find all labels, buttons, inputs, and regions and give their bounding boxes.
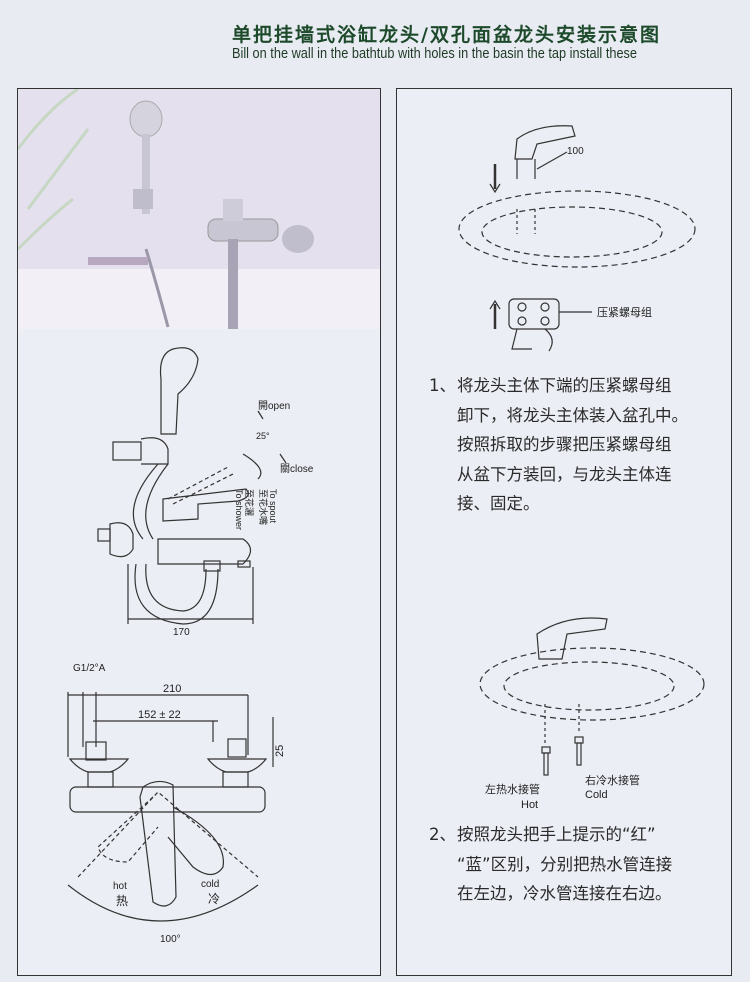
step-1-line: 从盆下方装回，与龙头主体连 [457,464,672,484]
height-25-label: 25 [274,745,286,757]
front-view-diagram: G1/2°A 210 152 ± 22 25 hot 热 cold 冷 100° [67,663,286,945]
cold-hose-en-label: Cold [585,789,608,801]
step-2-line: 按照龙头把手上提示的“红” [457,825,656,844]
hot-en-label: hot [113,881,127,892]
cold-en-label: cold [201,879,219,890]
to-shower-en-label: To shower [234,489,244,530]
step-1-line: 卸下，将龙头主体装入盆孔中。 [457,405,688,425]
step-2-instructions: 2、 按照龙头把手上提示的“红” “蓝”区别，分别把热水管连接 在左边，冷水管连… [429,820,672,909]
to-spout-en-label: To spout [268,489,278,524]
step-2-line: “蓝”区别，分别把热水管连接 [457,854,673,874]
to-shower-cn-label: 至花灑 [244,489,255,516]
step-1-line: 将龙头主体下端的压紧螺母组 [457,376,672,395]
side-view-diagram: 開open 25° 關close To shower 至花灑 至花水嘴 To s… [97,347,314,638]
basin-faucet-panel: 100 压紧螺母组 1、 将龙头主体下端的压紧螺母组 卸下，将龙头主体装入盆孔中… [396,88,732,976]
angle-25-label: 25° [256,431,270,441]
to-spout-cn-label: 至花水嘴 [258,489,269,525]
basin-install-diagram: 100 压紧螺母组 [458,125,696,352]
hose-connection-diagram: 左热水接管 Hot 右冷水接管 Cold [479,617,705,811]
angle-100-label: 100° [160,934,181,945]
hot-hose-cn-label: 左热水接管 [485,782,540,796]
hot-hose-en-label: Hot [521,799,538,811]
product-photo [18,89,380,329]
faucet-photo-illustration [18,89,380,329]
close-label: 關close [280,463,314,475]
bathtub-faucet-panel: 開open 25° 關close To shower 至花灑 至花水嘴 To s… [17,88,381,976]
step-1-line: 按照拆取的步骤把压紧螺母组 [457,435,672,454]
nut-assembly-label: 压紧螺母组 [597,305,652,319]
hole-spacing-label: 100 [567,146,584,157]
step-1-line: 接、固定。 [457,494,540,513]
step-1-instructions: 1、 将龙头主体下端的压紧螺母组 卸下，将龙头主体装入盆孔中。 按照拆取的步骤把… [429,371,688,519]
page-subtitle: Bill on the wall in the bathtub with hol… [232,46,638,62]
spacing-152-label: 152 ± 22 [138,709,181,721]
page-title: 单把挂墙式浴缸龙头/双孔面盆龙头安装示意图 [232,24,661,46]
hot-cn-label: 热 [116,894,128,908]
width-210-label: 210 [163,683,181,695]
width-170-label: 170 [173,627,190,638]
open-label: 開open [258,400,290,412]
thread-g12-label: G1/2°A [73,663,106,674]
step-2-line: 在左边，冷水管连接在右边。 [457,884,672,903]
step-2-number: 2、 [429,825,456,844]
cold-cn-label: 冷 [208,892,220,906]
hand-shower [159,347,199,435]
step-1-number: 1、 [429,376,456,395]
cold-hose-cn-label: 右冷水接管 [585,773,640,787]
